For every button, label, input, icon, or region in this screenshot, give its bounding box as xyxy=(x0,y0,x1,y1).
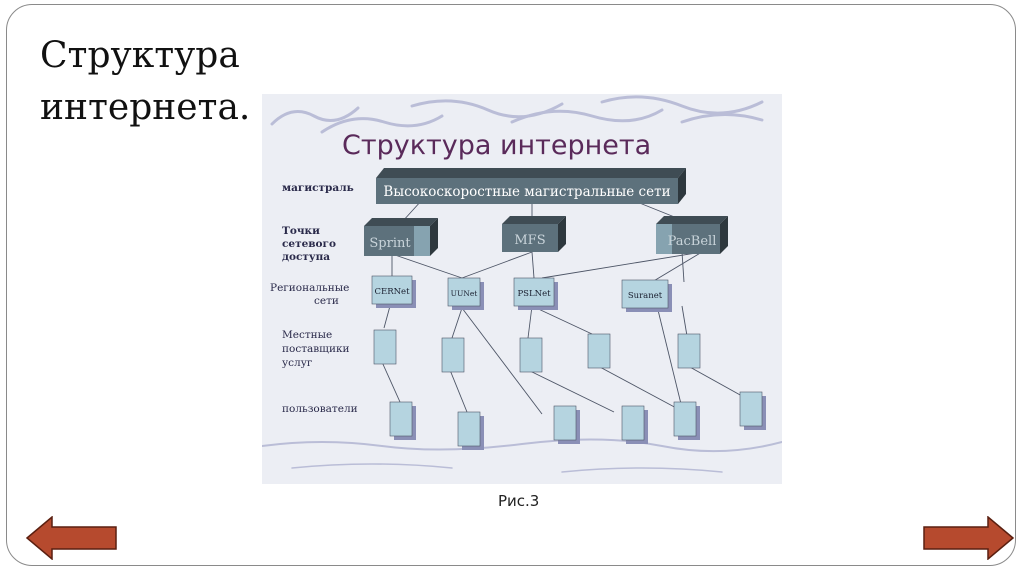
level-label-providers-2: поставщики xyxy=(282,343,350,355)
level-label-providers-1: Местные xyxy=(282,329,332,341)
level-label-access-1: Точки xyxy=(282,225,320,237)
level-label-access-3: доступа xyxy=(282,251,330,263)
backbone-box: Высокоскоростные магистральные сети xyxy=(376,168,686,204)
regional-node-pslnet: PSLNet xyxy=(514,278,558,310)
level-label-regional-2: сети xyxy=(314,295,339,307)
level-label-backbone: магистраль xyxy=(282,182,354,194)
users xyxy=(390,392,766,450)
backbone-label: Высокоскоростные магистральные сети xyxy=(383,184,670,200)
access-node-label: PacBell xyxy=(668,234,717,249)
user-box xyxy=(740,392,766,430)
regional-node-uunet: UUNet xyxy=(448,278,484,310)
level-label-users: пользователи xyxy=(282,403,358,415)
access-node-label: MFS xyxy=(514,233,545,248)
access-node-label: Sprint xyxy=(369,236,411,251)
diagram-heading: Структура интернета xyxy=(342,130,651,161)
user-box xyxy=(554,406,580,444)
regional-node-suranet: Suranet xyxy=(622,280,672,312)
figure-caption: Рис.3 xyxy=(498,492,539,510)
regional-node-cernet: CERNet xyxy=(372,276,416,308)
level-label-providers-3: услуг xyxy=(282,357,313,369)
level-label-access-2: сетевого xyxy=(282,238,336,250)
internet-structure-figure: Структура интернета магистраль Точки сет… xyxy=(262,94,782,484)
provider-box xyxy=(588,334,610,368)
user-box xyxy=(622,406,648,444)
level-label-regional-1: Региональные xyxy=(270,282,349,294)
slide-title: Структура интернета. xyxy=(40,30,250,134)
diagram-svg: Структура интернета магистраль Точки сет… xyxy=(262,94,782,484)
provider-box xyxy=(442,338,464,372)
level-labels: магистраль Точки сетевого доступа Регион… xyxy=(270,182,358,415)
provider-box xyxy=(520,338,542,372)
access-node-mfs: MFS xyxy=(502,216,566,252)
regional-node-label: Suranet xyxy=(628,291,663,301)
user-box xyxy=(458,412,484,450)
user-box xyxy=(674,402,700,440)
user-box xyxy=(390,402,416,440)
next-slide-button[interactable] xyxy=(922,516,1014,560)
regional-node-label: PSLNet xyxy=(517,289,551,299)
left-arrow-icon xyxy=(26,516,118,560)
provider-box xyxy=(678,334,700,368)
provider-box xyxy=(374,330,396,364)
access-node-sprint: Sprint xyxy=(364,218,438,256)
access-node-pacbell: PacBell xyxy=(656,216,728,254)
previous-slide-button[interactable] xyxy=(26,516,118,560)
local-providers xyxy=(374,330,700,372)
right-arrow-icon xyxy=(922,516,1014,560)
regional-node-label: CERNet xyxy=(375,287,411,297)
regional-node-label: UUNet xyxy=(451,289,478,298)
